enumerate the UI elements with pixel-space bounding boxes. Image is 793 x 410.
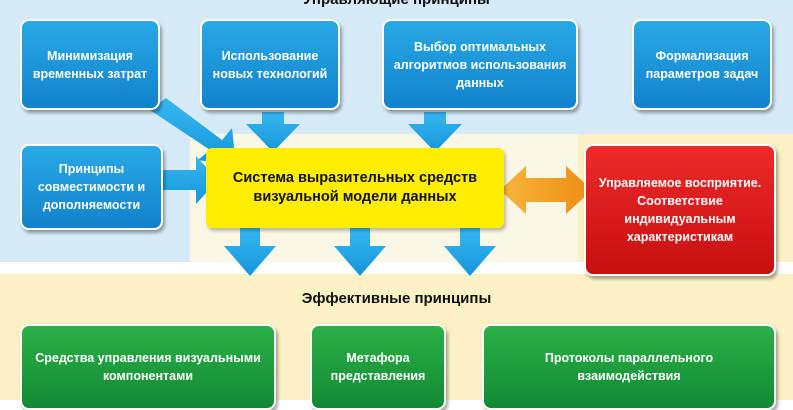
component-control-box: Средства управления визуальными компонен… <box>20 324 276 410</box>
arrow-from-technologies <box>246 112 300 152</box>
arrow-from-algorithms <box>408 112 462 152</box>
minimization-box: Минимизация временных затрат <box>20 19 160 110</box>
managed-perception-box: Управляемое восприятие. Соответствие инд… <box>584 144 776 276</box>
arrow-from-compatibility <box>160 156 218 204</box>
effective-principles-title: Эффективные принципы <box>301 290 492 307</box>
parallel-interaction-box: Протоколы параллельного взаимодействия <box>482 324 776 410</box>
managing-principles-title: Управляющие принципы <box>0 0 793 8</box>
technologies-box: Использование новых технологий <box>200 19 340 110</box>
arrow-down-middle <box>334 228 386 276</box>
orange-double-arrow <box>500 166 592 214</box>
visual-model-system-box: Система выразительных средств визуальной… <box>206 148 504 228</box>
arrow-down-right <box>444 228 496 276</box>
representation-metaphor-box: Метафора представления <box>310 324 446 410</box>
formalization-box: Формализация параметров задач <box>632 19 772 110</box>
arrow-down-left <box>224 228 276 276</box>
compatibility-box: Принципы совместимости и дополняемости <box>20 144 163 230</box>
algorithms-box: Выбор оптимальных алгоритмов использован… <box>382 19 578 110</box>
